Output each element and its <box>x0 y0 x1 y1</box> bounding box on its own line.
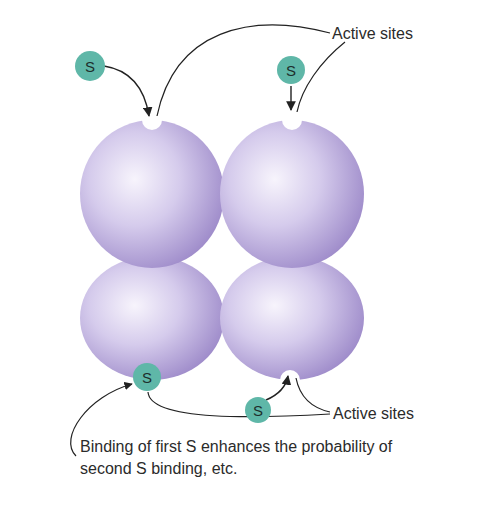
subunit <box>80 256 224 380</box>
leader-line <box>157 25 330 116</box>
substrate-circle: S <box>277 56 305 84</box>
active-site-label: Active sites <box>332 23 462 45</box>
note-text: Binding of first S enhances the probabil… <box>80 436 440 481</box>
substrate-fill <box>245 397 271 423</box>
leader-line <box>297 42 345 112</box>
substrate-circle: S <box>245 397 271 423</box>
substrate-fill <box>133 363 161 391</box>
subunit <box>80 120 224 268</box>
substrate-letter: S <box>286 63 296 78</box>
subunit <box>220 120 364 268</box>
substrate-letter: S <box>85 59 95 74</box>
substrate-fill <box>277 56 305 84</box>
active-site-notch <box>142 110 162 130</box>
substrate-letter: S <box>142 370 152 385</box>
binding-arrow <box>290 86 291 110</box>
binding-arrow <box>266 376 288 400</box>
leader-line <box>296 378 330 412</box>
substrate-fill <box>75 51 105 81</box>
substrate-circle: S <box>75 51 105 81</box>
subunit <box>220 256 364 380</box>
substrate-letter: S <box>253 403 263 418</box>
substrate-circle: S <box>133 363 161 391</box>
active-site-notch <box>282 110 302 130</box>
active-site-label: Active sites <box>333 403 463 425</box>
binding-arrow <box>104 66 149 116</box>
